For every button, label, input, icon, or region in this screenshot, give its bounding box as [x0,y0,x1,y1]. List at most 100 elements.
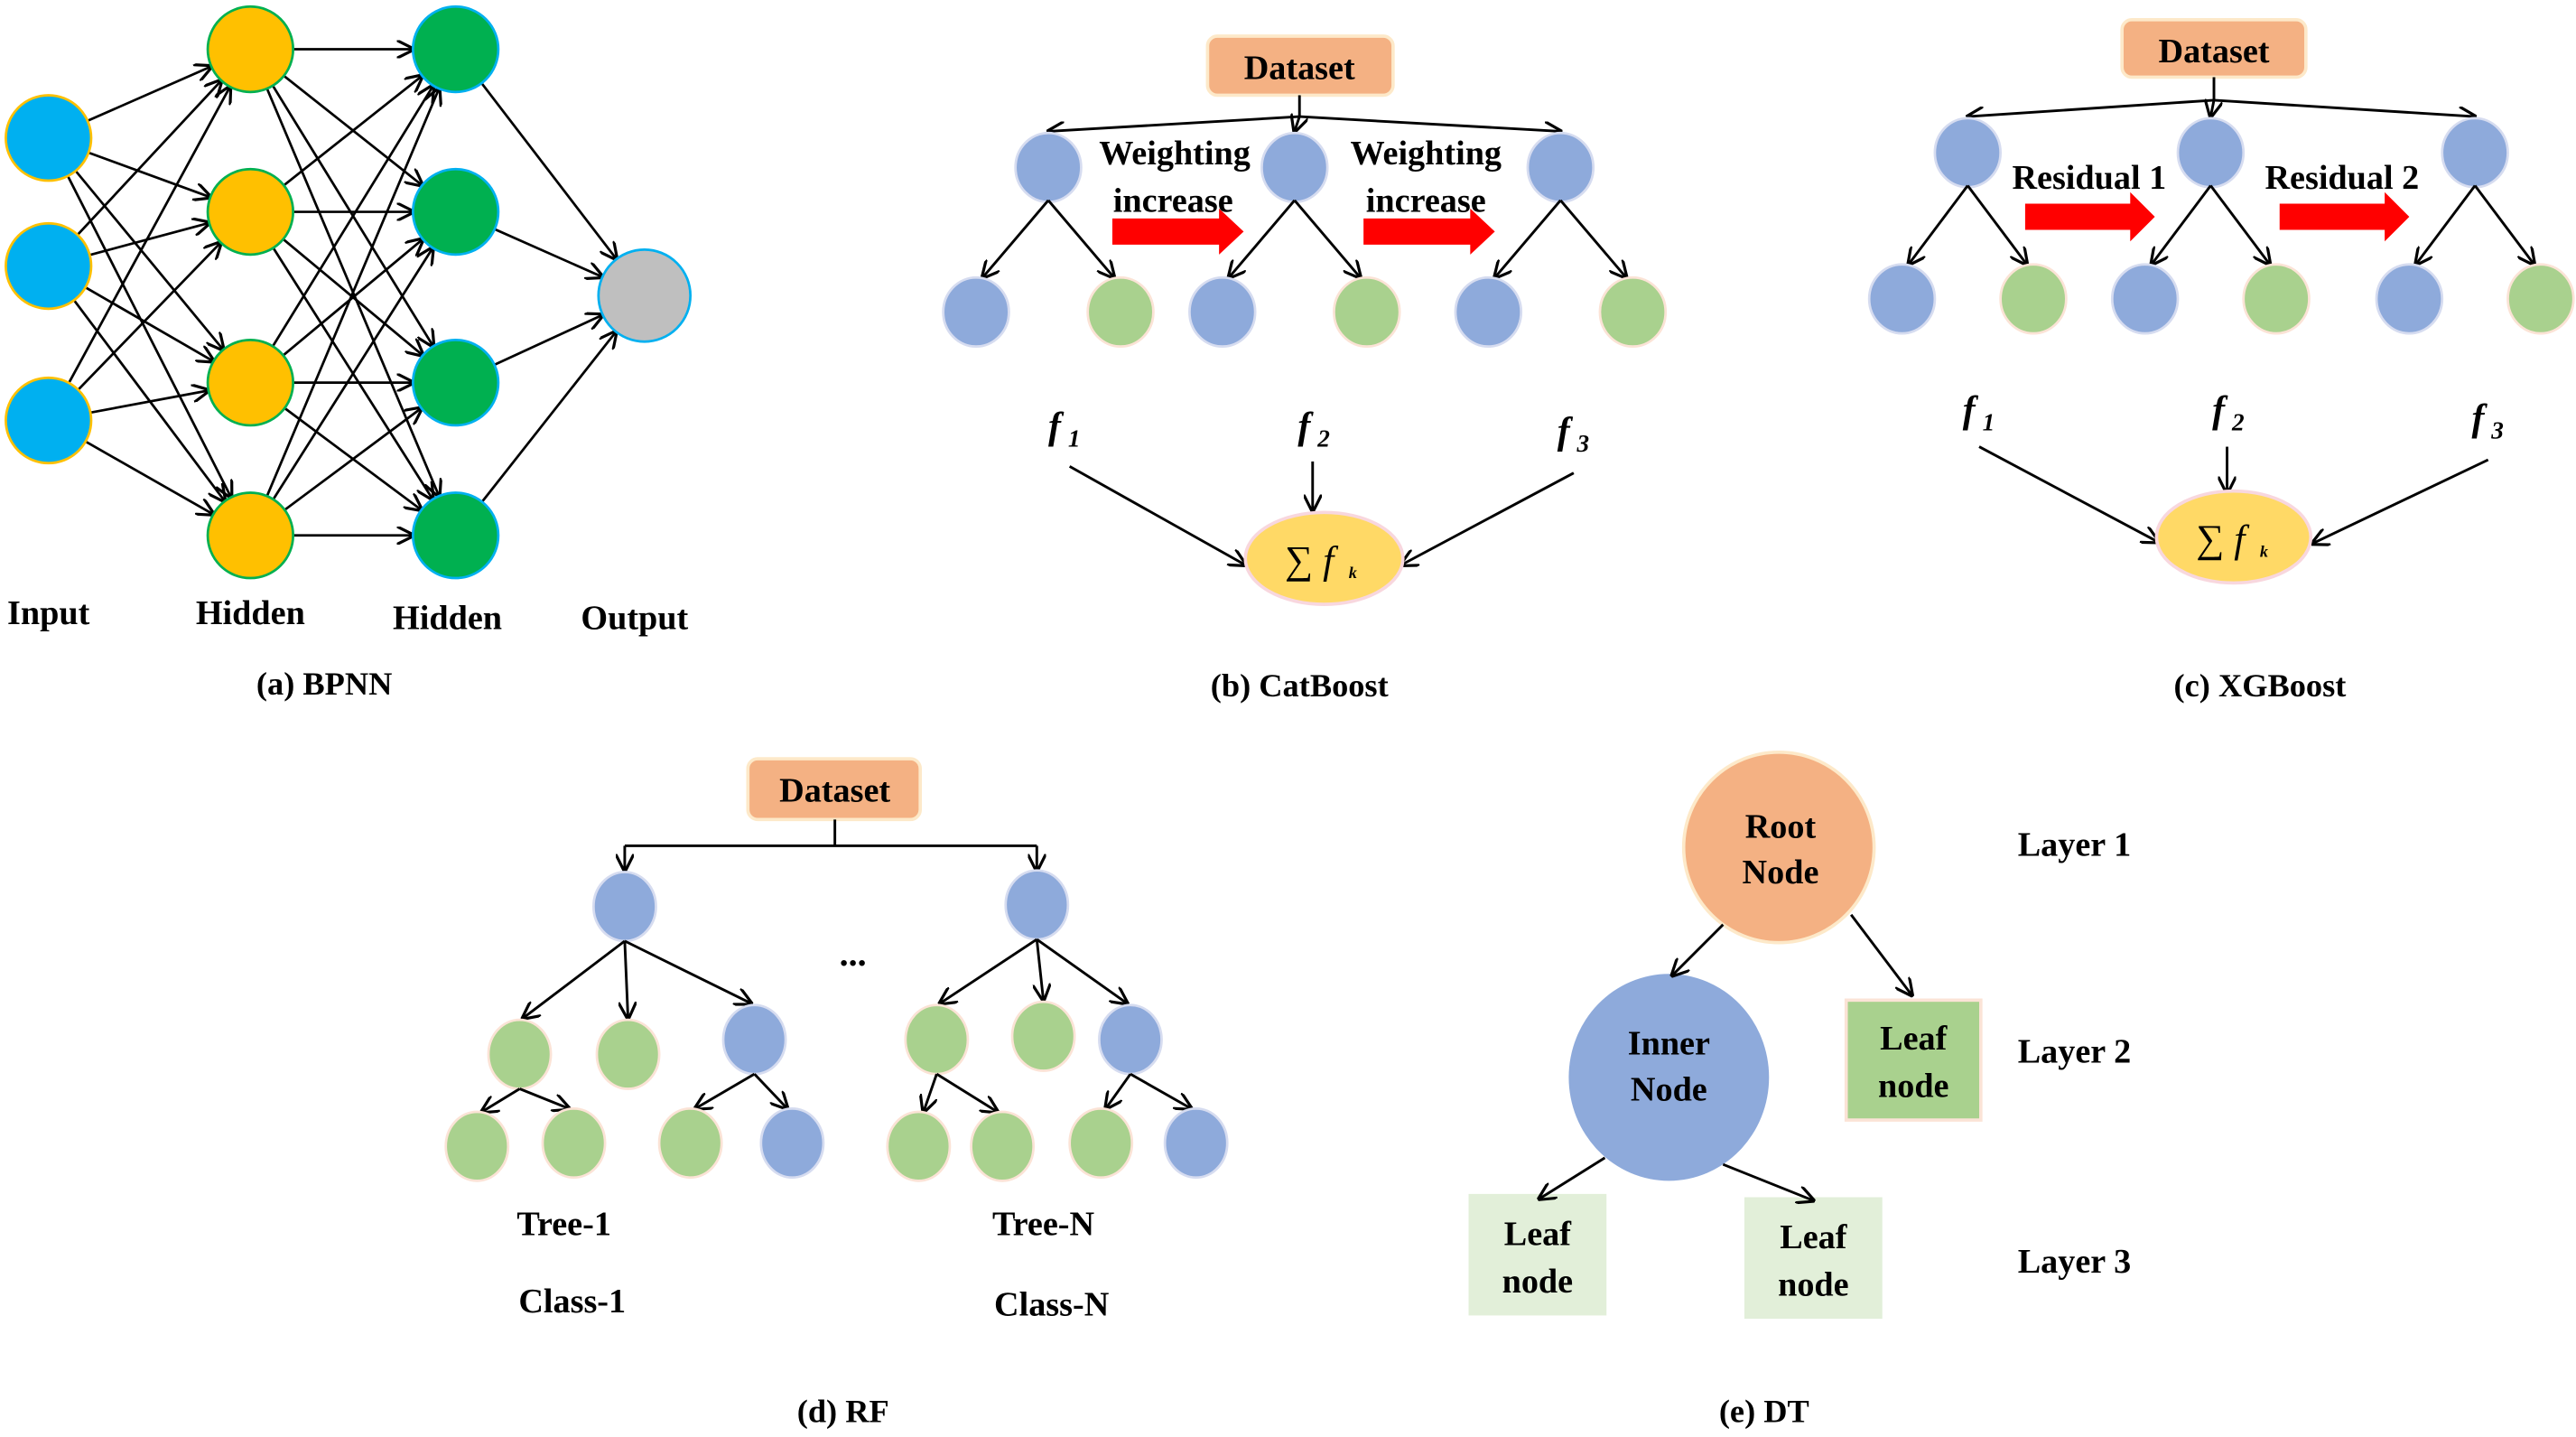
rf-branch-arrow [695,1072,756,1108]
catboost-branch-arrow [982,199,1050,277]
xgboost-branch-arrow [1909,184,1969,264]
xgboost-branch-arrow [2152,184,2212,264]
catboost-sum-ellipse [1243,510,1405,606]
rf-branch-arrow [1037,938,1043,1000]
catboost-right-leaf-node [1086,275,1155,349]
catboost-arrow-label-2-line1: Weighting [1350,135,1502,173]
dt-root-to-leaf-arrow [1850,913,1911,995]
svg-text:k: k [1349,564,1357,582]
xgboost-f2-label: f 2 [2212,389,2244,435]
bpnn-input-node [5,94,93,182]
bpnn-connection [66,175,231,498]
bpnn-layer-label-hidden-1: Hidden [196,594,305,632]
catboost-f3-arrow [1401,471,1575,565]
svg-text:f: f [2212,389,2228,431]
catboost-branch-arrow [1046,199,1114,277]
dt-inner-label-line2: Node [1631,1070,1707,1108]
xgboost-red-arrow-1 [2024,191,2155,242]
bpnn-hidden2-node [411,491,500,580]
svg-text:f: f [2471,397,2488,439]
xgboost-left-leaf-node [2375,263,2444,335]
catboost-sum-label: ∑ f k [1285,539,1357,583]
catboost-arrow-label-1-line2: increase [1113,182,1233,220]
rf-branch-arrow [519,1087,570,1109]
bpnn-layer-label-hidden-2: Hidden [393,599,502,637]
catboost-dataset-to-root-arrow [1048,115,1300,131]
rf-trees [444,869,1229,1182]
xgboost-red-arrow-2 [2279,191,2410,242]
catboost-left-leaf-node [1188,275,1257,349]
bpnn-hidden2-node [411,167,500,257]
rf-branch-arrow [1106,1073,1132,1108]
bpnn-connection [480,82,616,259]
xgboost-left-leaf-node [1867,263,1937,335]
svg-text:3: 3 [1576,430,1590,457]
rf-branch-arrow [482,1087,521,1112]
bpnn-layer-label-input: Input [7,594,90,632]
bpnn-connections [66,50,617,536]
rf-tree-n-internal-node [904,1003,970,1076]
catboost-f3-label: f 3 [1558,411,1589,457]
xgboost-branch-arrow [2416,184,2477,264]
bpnn-connection [74,170,223,350]
rf-tree-n-root-node [1004,869,1070,941]
bpnn-input-node [5,376,93,465]
catboost-f1-arrow [1068,465,1246,565]
xgboost-sum-label: ∑ f k [2196,518,2268,561]
rf-branch-arrow [624,939,751,1003]
bpnn-connection [85,440,213,515]
catboost-red-arrow-1 [1111,208,1244,255]
dt-layer-3-label: Layer 3 [2018,1243,2131,1281]
rf-tree-1-root-node [592,871,657,943]
xgboost-f3-arrow [2312,458,2489,544]
rf-tree-n-label: Tree-N [992,1205,1094,1243]
xgboost-branch-arrow [1967,184,2026,264]
bpnn-connection [480,331,616,503]
xgboost-dataset-to-root-arrow [1967,98,2215,117]
catboost-branch-arrow [1293,199,1361,277]
dt-root-node [1681,750,1876,945]
catboost-branch-arrow [1229,199,1296,277]
dt-leaf-node-layer3-right [1744,1197,1883,1320]
xgboost-dataset-label: Dataset [2159,33,2270,70]
catboost-left-leaf-node [942,275,1010,349]
rf-dataset-label: Dataset [779,771,890,809]
catboost-right-leaf-node [1598,275,1668,349]
rf-branch-arrow [924,1073,938,1112]
dt-leaf-layer3-left-line2: node [1502,1263,1574,1301]
catboost-f1-label: f 1 [1048,406,1080,452]
rf-tree-n-leaf-node [1163,1106,1229,1180]
rf-ellipsis: ... [840,933,867,974]
bpnn-connection [265,89,440,497]
dt-leaf-layer2-line1: Leaf [1880,1020,1948,1058]
rf-tree-n-leaf-node [970,1110,1036,1182]
rf-branch-arrow [935,1072,997,1112]
dt-inner-to-leaf-right-arrow [1722,1162,1813,1200]
bpnn-connection [88,151,210,197]
bpnn-layer-label-output: Output [581,599,688,637]
rf-branch-arrow [523,939,626,1018]
bpnn-hidden2-node [411,339,500,427]
bpnn-hidden2-node [411,5,500,94]
dt-root-label-line1: Root [1745,807,1817,845]
svg-text:3: 3 [2490,416,2504,443]
catboost-branch-arrow [1495,199,1562,277]
bpnn-hidden1-node [206,339,294,427]
dt-root-label-line2: Node [1743,854,1819,891]
rf-tree-n-leaf-node [1068,1106,1134,1180]
xgboost-f1-label: f 1 [1963,389,1995,435]
xgboost-caption: (c) XGBoost [2173,667,2346,704]
catboost-trees [942,115,1668,349]
bpnn-hidden1-node [206,167,294,257]
xgboost-root-node [2441,117,2509,189]
bpnn-hidden1-node [206,5,294,94]
rf-tree-n-leaf-node [886,1110,952,1182]
dt-panel: Root Node Inner Node Leaf node Leaf node… [1468,750,2131,1430]
dt-leaf-node-layer2 [1844,998,1983,1122]
rf-class-1-label: Class-1 [518,1283,626,1320]
dt-leaf-layer3-right-line1: Leaf [1780,1218,1847,1256]
xgboost-dataset-to-root-arrow [2210,100,2214,117]
svg-text:1: 1 [1983,408,1995,435]
rf-branch-arrow [625,940,628,1018]
bpnn-connection [87,67,211,122]
